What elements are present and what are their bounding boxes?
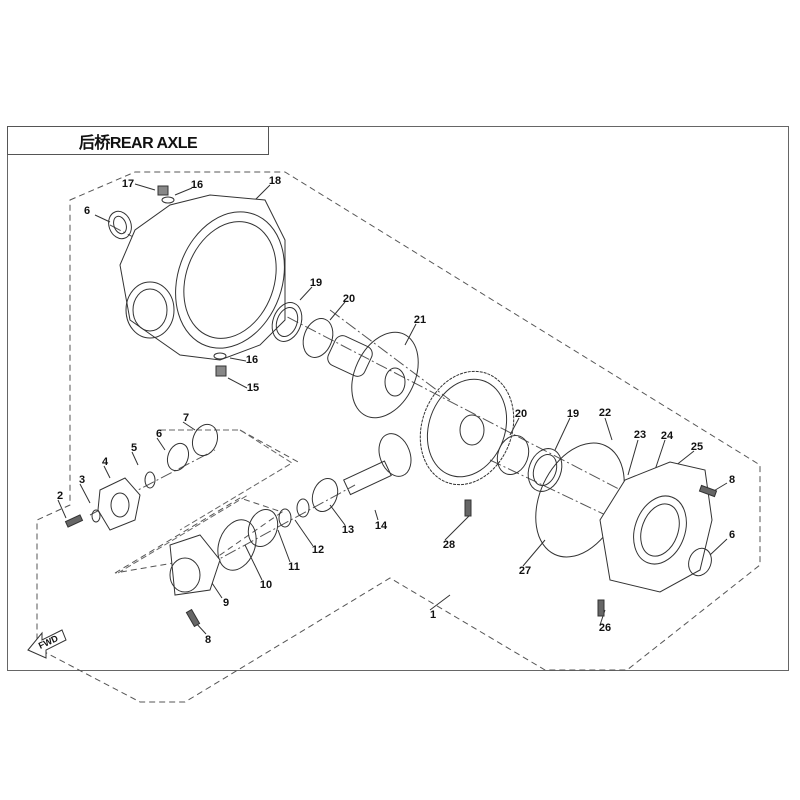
fwd-arrow-icon	[27, 629, 67, 659]
callout-22: 22	[598, 407, 612, 419]
part-gasket-10	[217, 519, 257, 571]
part-carrier-21	[327, 331, 419, 419]
callout-27: 27	[518, 565, 532, 577]
part-seal-6b	[166, 442, 190, 472]
callout-3: 3	[78, 474, 86, 486]
callout-16: 16	[245, 354, 259, 366]
part-bearing-7	[191, 423, 219, 457]
callout-20: 20	[514, 408, 528, 420]
part-washer-16b	[213, 352, 227, 360]
part-washer-3	[91, 509, 101, 523]
callout-20: 20	[342, 293, 356, 305]
callout-4: 4	[101, 456, 109, 468]
part-washer-16a	[161, 196, 175, 204]
part-bearing-13	[311, 478, 339, 512]
callout-17: 17	[121, 178, 135, 190]
callout-15: 15	[246, 382, 260, 394]
part-plug-15	[215, 365, 227, 377]
part-bolt-28	[464, 499, 472, 517]
callout-26: 26	[598, 622, 612, 634]
diagram-frame	[7, 126, 789, 671]
assembly-outline	[36, 171, 761, 703]
part-oring-5	[144, 471, 156, 489]
callout-8: 8	[728, 474, 736, 486]
part-bearing-19b	[527, 448, 563, 492]
page-title: 后桥REAR AXLE	[7, 126, 269, 155]
callout-21: 21	[413, 314, 427, 326]
part-housing-18	[119, 194, 286, 361]
part-bearing-19a	[271, 302, 303, 342]
callout-8: 8	[204, 634, 212, 646]
part-bolt-8a	[185, 608, 201, 628]
callout-12: 12	[311, 544, 325, 556]
callout-6: 6	[155, 428, 163, 440]
part-ring-12b	[278, 508, 292, 528]
callout-6: 6	[728, 529, 736, 541]
callout-13: 13	[341, 524, 355, 536]
part-oring-11	[247, 509, 279, 547]
callout-2: 2	[56, 490, 64, 502]
callout-18: 18	[268, 175, 282, 187]
callout-19: 19	[309, 277, 323, 289]
part-cover-25	[599, 461, 713, 593]
part-bolt-26	[597, 599, 605, 617]
callout-23: 23	[633, 429, 647, 441]
callout-1: 1	[429, 609, 437, 621]
part-bolt-2	[64, 514, 84, 528]
part-ring-20b	[496, 435, 530, 475]
callout-10: 10	[259, 579, 273, 591]
part-seal-6a	[108, 210, 132, 240]
callout-11: 11	[288, 561, 300, 573]
part-pinion-14	[343, 433, 412, 496]
callout-9: 9	[222, 597, 230, 609]
callout-28: 28	[442, 539, 456, 551]
callout-7: 7	[182, 412, 190, 424]
callout-14: 14	[374, 520, 388, 532]
callout-19: 19	[566, 408, 580, 420]
part-ring-20a	[302, 318, 334, 358]
part-flange-4	[97, 477, 141, 531]
part-seal-6c	[688, 547, 712, 577]
callout-16: 16	[190, 179, 204, 191]
part-pinion-housing-9	[169, 534, 221, 596]
part-ring-12a	[296, 498, 310, 518]
part-plug-17	[157, 185, 169, 196]
part-bolt-8c	[698, 484, 718, 498]
callout-5: 5	[130, 442, 138, 454]
callout-6: 6	[83, 205, 91, 217]
part-ring-gear	[419, 370, 515, 486]
callout-25: 25	[690, 441, 704, 453]
callout-24: 24	[660, 430, 674, 442]
